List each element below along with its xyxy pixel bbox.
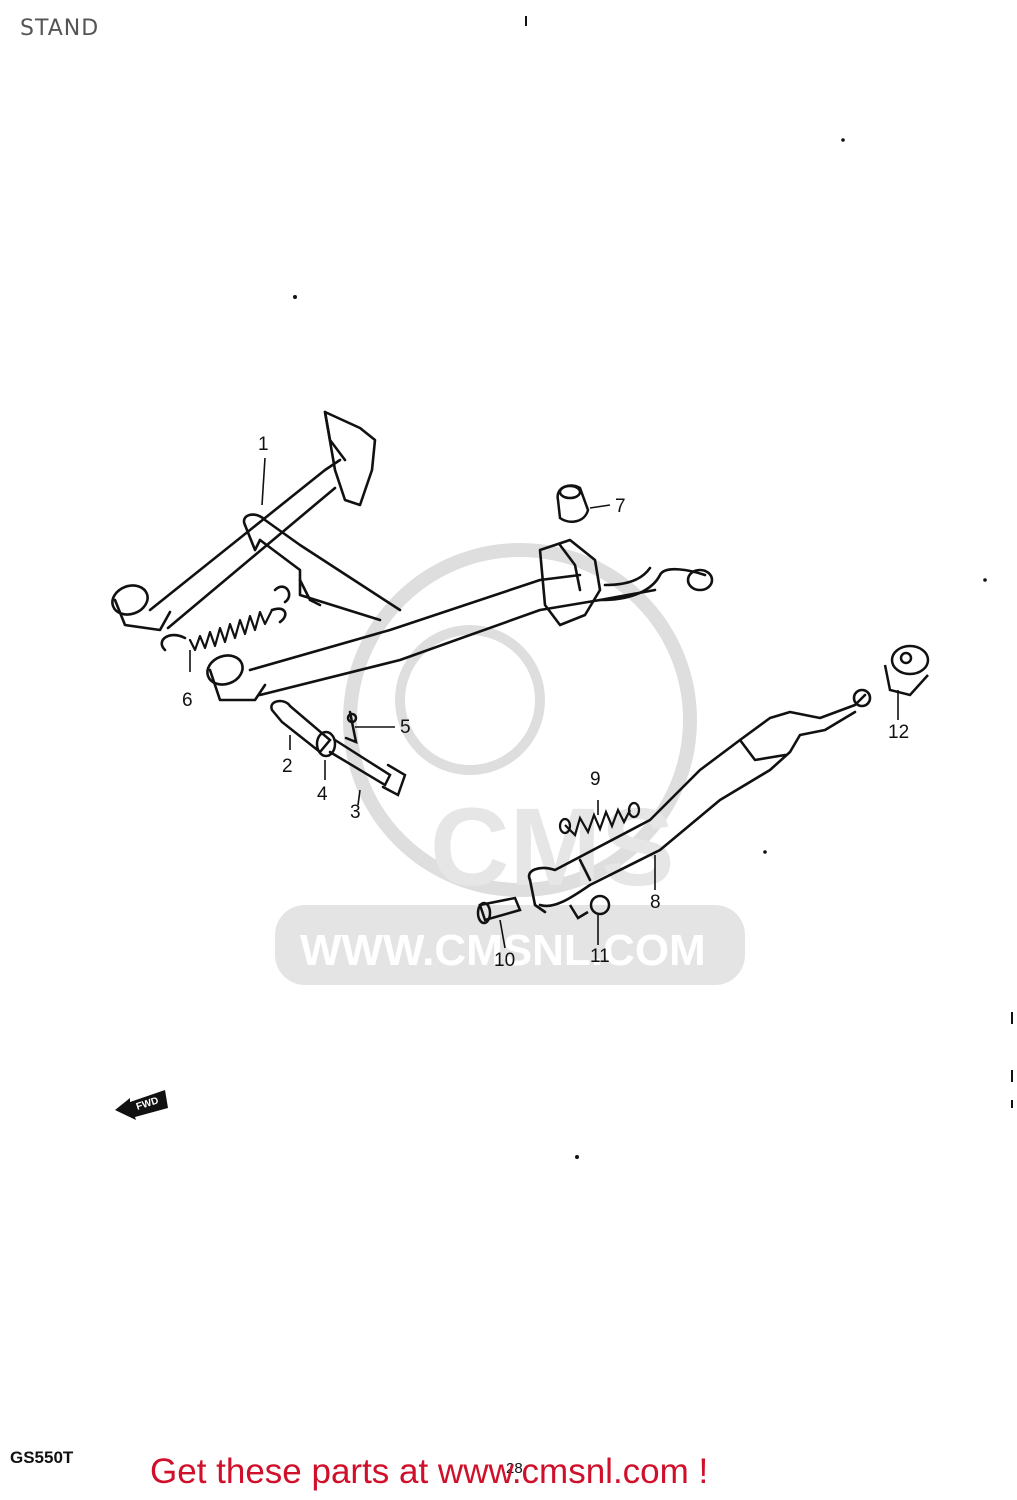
callout-8: 8 bbox=[650, 892, 661, 913]
callout-2: 2 bbox=[282, 756, 293, 777]
callout-6: 6 bbox=[182, 690, 193, 711]
stand-cap-7 bbox=[556, 484, 590, 523]
callout-11: 11 bbox=[590, 946, 610, 967]
promo-link-text[interactable]: Get these parts at www.cmsnl.com ! bbox=[150, 1452, 709, 1491]
callout-7: 7 bbox=[615, 496, 626, 517]
callout-12: 12 bbox=[888, 722, 909, 743]
callout-1: 1 bbox=[258, 434, 269, 455]
model-code: GS550T bbox=[10, 1448, 74, 1467]
center-stand bbox=[111, 410, 714, 702]
watermark: CMS WWW.CMSNL.COM bbox=[275, 543, 745, 985]
parts-diagram: CMS WWW.CMSNL.COM bbox=[111, 16, 1013, 1159]
scan-specks bbox=[293, 16, 1013, 1159]
callout-10: 10 bbox=[494, 950, 515, 971]
side-stand-spring bbox=[558, 801, 641, 838]
page-number: 28 bbox=[506, 1460, 523, 1477]
side-stand bbox=[527, 688, 872, 914]
pivot-hardware bbox=[270, 699, 407, 797]
callout-3: 3 bbox=[350, 802, 361, 823]
watermark-letters: CMS bbox=[430, 786, 674, 909]
page-title: STAND bbox=[20, 16, 100, 41]
callout-5: 5 bbox=[400, 717, 411, 738]
callouts: 1 2 3 4 5 6 7 8 9 10 11 12 bbox=[182, 434, 909, 971]
fwd-arrow: FWD bbox=[115, 1090, 168, 1120]
callout-9: 9 bbox=[590, 769, 601, 790]
callout-4: 4 bbox=[317, 784, 328, 805]
leader-lines bbox=[189, 457, 899, 949]
side-stand-bolt bbox=[476, 894, 611, 925]
rubber-12 bbox=[883, 644, 930, 697]
